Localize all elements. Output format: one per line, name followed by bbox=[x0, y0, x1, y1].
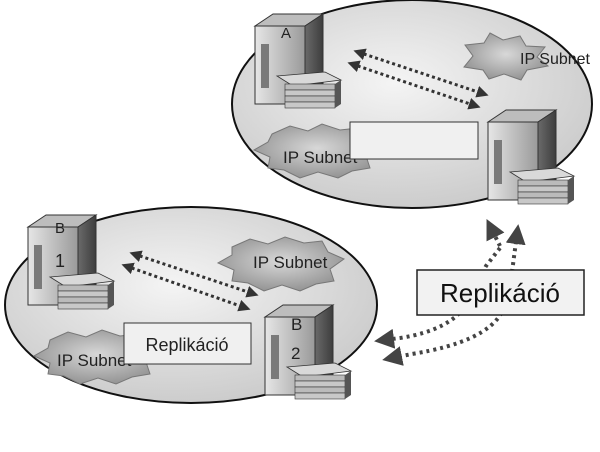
inter-site-arrow bbox=[486, 219, 505, 247]
subnet-label: IP Subnet bbox=[520, 51, 591, 68]
server-a1: A bbox=[254, 13, 342, 109]
site-b: IP Subnet IP Subnet B 1 B 2 Replikáció bbox=[4, 206, 378, 404]
site-a-subnet-bottom: IP Subnet bbox=[252, 123, 382, 179]
replication-label-b: Replikáció bbox=[145, 335, 228, 355]
server-number: 2 bbox=[291, 344, 300, 363]
site-a: IP Subnet IP Subnet A bbox=[231, 0, 593, 209]
server-number: 1 bbox=[55, 251, 65, 271]
replication-box-a bbox=[349, 121, 479, 160]
replication-box-b bbox=[123, 322, 252, 365]
server-letter: A bbox=[281, 25, 291, 42]
replication-arrow bbox=[347, 60, 481, 110]
subnet-label: IP Subnet bbox=[283, 148, 358, 167]
subnet-label: IP Subnet bbox=[57, 351, 132, 370]
inter-site-replication: Replikáció bbox=[374, 219, 585, 366]
subnet-label: IP Subnet bbox=[253, 253, 328, 272]
server-b1: B 1 bbox=[27, 214, 115, 310]
server-letter: B bbox=[55, 220, 65, 237]
inter-site-arrow bbox=[505, 224, 526, 273]
server-b2: B 2 bbox=[264, 304, 352, 400]
server-letter: B bbox=[291, 315, 302, 334]
inter-site-replication-box bbox=[416, 269, 585, 316]
inter-site-replication-label: Replikáció bbox=[440, 278, 560, 308]
